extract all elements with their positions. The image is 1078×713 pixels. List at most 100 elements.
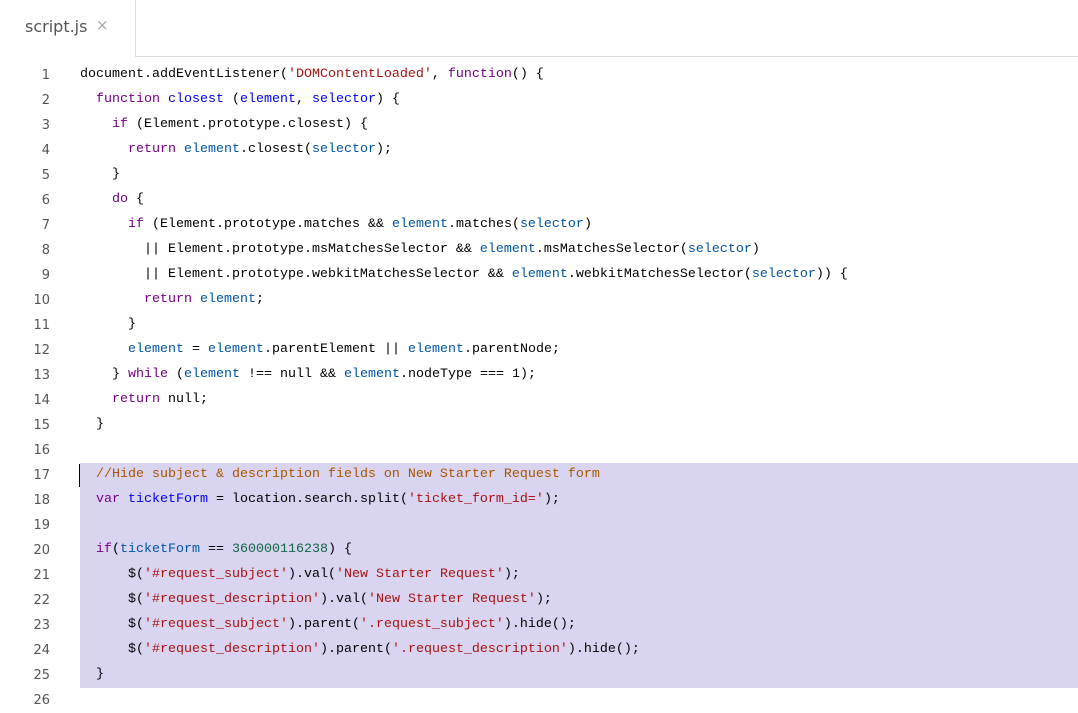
selection-highlight — [80, 463, 1078, 488]
line-number: 3 — [41, 118, 50, 133]
code-line[interactable]: 9 || Element.prototype.webkitMatchesSele… — [0, 263, 1078, 288]
code-text: do { — [80, 192, 144, 207]
code-line[interactable]: 16 — [0, 438, 1078, 463]
line-number: 26 — [33, 693, 50, 708]
token-plain — [80, 117, 112, 132]
code-text: $('#request_subject').parent('.request_s… — [80, 617, 576, 632]
code-line[interactable]: 25 } — [0, 663, 1078, 688]
token-plain: $( — [80, 567, 144, 582]
token-string: '.request_description' — [391, 642, 568, 657]
code-line[interactable]: 20 if(ticketForm == 360000116238) { — [0, 538, 1078, 563]
code-line[interactable]: 2 function closest (element, selector) { — [0, 88, 1078, 113]
code-line[interactable]: 11 } — [0, 313, 1078, 338]
token-keyword: return — [144, 292, 192, 307]
token-string: '#request_subject' — [144, 567, 288, 582]
token-plain: (Element.prototype.matches && — [144, 217, 392, 232]
token-plain: .parentNode; — [463, 342, 560, 357]
tab-script-js[interactable]: script.js × — [0, 0, 135, 57]
code-text: || Element.prototype.webkitMatchesSelect… — [80, 267, 848, 282]
token-string: 'DOMContentLoaded' — [287, 67, 432, 82]
code-line[interactable]: 22 $('#request_description').val('New St… — [0, 588, 1078, 613]
token-string: 'New Starter Request' — [367, 592, 536, 607]
code-line[interactable]: 21 $('#request_subject').val('New Starte… — [0, 563, 1078, 588]
token-plain: || Element.prototype.webkitMatchesSelect… — [80, 267, 512, 282]
line-number: 14 — [33, 393, 50, 408]
code-line[interactable]: 13 } while (element !== null && element.… — [0, 363, 1078, 388]
code-text: return element; — [80, 292, 264, 307]
token-keyword: function — [96, 92, 160, 107]
token-comment: //Hide subject & description fields on N… — [96, 467, 600, 482]
token-plain: { — [128, 192, 144, 207]
code-line[interactable]: 4 return element.closest(selector); — [0, 138, 1078, 163]
line-number: 13 — [33, 368, 50, 383]
code-text: $('#request_description').parent('.reque… — [80, 642, 640, 657]
token-variable: element — [208, 342, 264, 357]
code-line[interactable]: 18 var ticketForm = location.search.spli… — [0, 488, 1078, 513]
token-plain — [80, 217, 128, 232]
selection-highlight — [80, 513, 1078, 538]
line-number: 11 — [33, 318, 50, 333]
line-number: 1 — [41, 68, 50, 83]
token-keyword: if — [112, 117, 128, 132]
code-line[interactable]: 5 } — [0, 163, 1078, 188]
token-plain: ( — [168, 367, 184, 382]
token-plain: } — [80, 167, 120, 182]
token-string: '#request_description' — [144, 592, 320, 607]
token-string: '#request_description' — [144, 642, 320, 657]
token-plain: ).val( — [319, 592, 368, 607]
selection-highlight — [80, 613, 1078, 638]
code-text: if (Element.prototype.closest) { — [80, 117, 368, 132]
token-variable: element — [511, 267, 568, 282]
token-plain: } — [80, 367, 128, 382]
token-plain — [80, 142, 128, 157]
token-variable: element — [184, 142, 240, 157]
code-text: if(ticketForm == 360000116238) { — [80, 542, 352, 557]
line-number: 16 — [33, 443, 50, 458]
code-line[interactable]: 15 } — [0, 413, 1078, 438]
token-keyword: function — [447, 67, 512, 82]
code-line[interactable]: 23 $('#request_subject').parent('.reques… — [0, 613, 1078, 638]
code-line[interactable]: 26 — [0, 688, 1078, 713]
line-number: 19 — [33, 518, 50, 533]
token-plain: ( — [112, 542, 120, 557]
code-text: || Element.prototype.msMatchesSelector &… — [80, 242, 760, 257]
token-plain: } — [80, 317, 136, 332]
selection-highlight — [80, 488, 1078, 513]
token-number: 360000116238 — [231, 542, 328, 557]
code-line[interactable]: 14 return null; — [0, 388, 1078, 413]
token-string: 'New Starter Request' — [335, 567, 504, 582]
token-plain: ) { — [376, 92, 400, 107]
token-plain: ; — [256, 292, 264, 307]
code-line[interactable]: 7 if (Element.prototype.matches && eleme… — [0, 213, 1078, 238]
token-plain: , — [296, 92, 312, 107]
code-text: document.addEventListener('DOMContentLoa… — [80, 67, 544, 82]
code-line[interactable]: 1 document.addEventListener('DOMContentLo… — [0, 63, 1078, 88]
selection-highlight — [80, 563, 1078, 588]
token-definition: selector — [312, 92, 376, 107]
code-line[interactable]: 12 element = element.parentElement || el… — [0, 338, 1078, 363]
code-line[interactable]: 19 — [0, 513, 1078, 538]
code-line[interactable]: 17 //Hide subject & description fields o… — [0, 463, 1078, 488]
code-line[interactable]: 24 $('#request_description').parent('.re… — [0, 638, 1078, 663]
token-plain: ) — [751, 242, 760, 257]
code-line[interactable]: 6 do { — [0, 188, 1078, 213]
code-editor[interactable]: 1 document.addEventListener('DOMContentLo… — [0, 63, 1078, 708]
code-line[interactable]: 3 if (Element.prototype.closest) { — [0, 113, 1078, 138]
line-number: 25 — [33, 668, 50, 683]
code-line[interactable]: 8 || Element.prototype.msMatchesSelector… — [0, 238, 1078, 263]
token-keyword: var — [96, 492, 120, 507]
line-number: 9 — [41, 268, 50, 283]
token-plain: ( — [224, 92, 240, 107]
tab-bar: script.js × — [0, 0, 1078, 57]
selection-highlight — [80, 538, 1078, 563]
close-icon[interactable]: × — [96, 16, 109, 34]
selection-highlight — [80, 638, 1078, 663]
code-text: function closest (element, selector) { — [80, 92, 400, 107]
token-plain: == — [199, 542, 232, 557]
token-plain: ).parent( — [319, 642, 392, 657]
line-number: 22 — [33, 593, 50, 608]
code-line[interactable]: 10 return element; — [0, 288, 1078, 313]
token-keyword: return — [128, 142, 176, 157]
code-text: } — [80, 417, 104, 432]
token-plain: = — [184, 342, 208, 357]
